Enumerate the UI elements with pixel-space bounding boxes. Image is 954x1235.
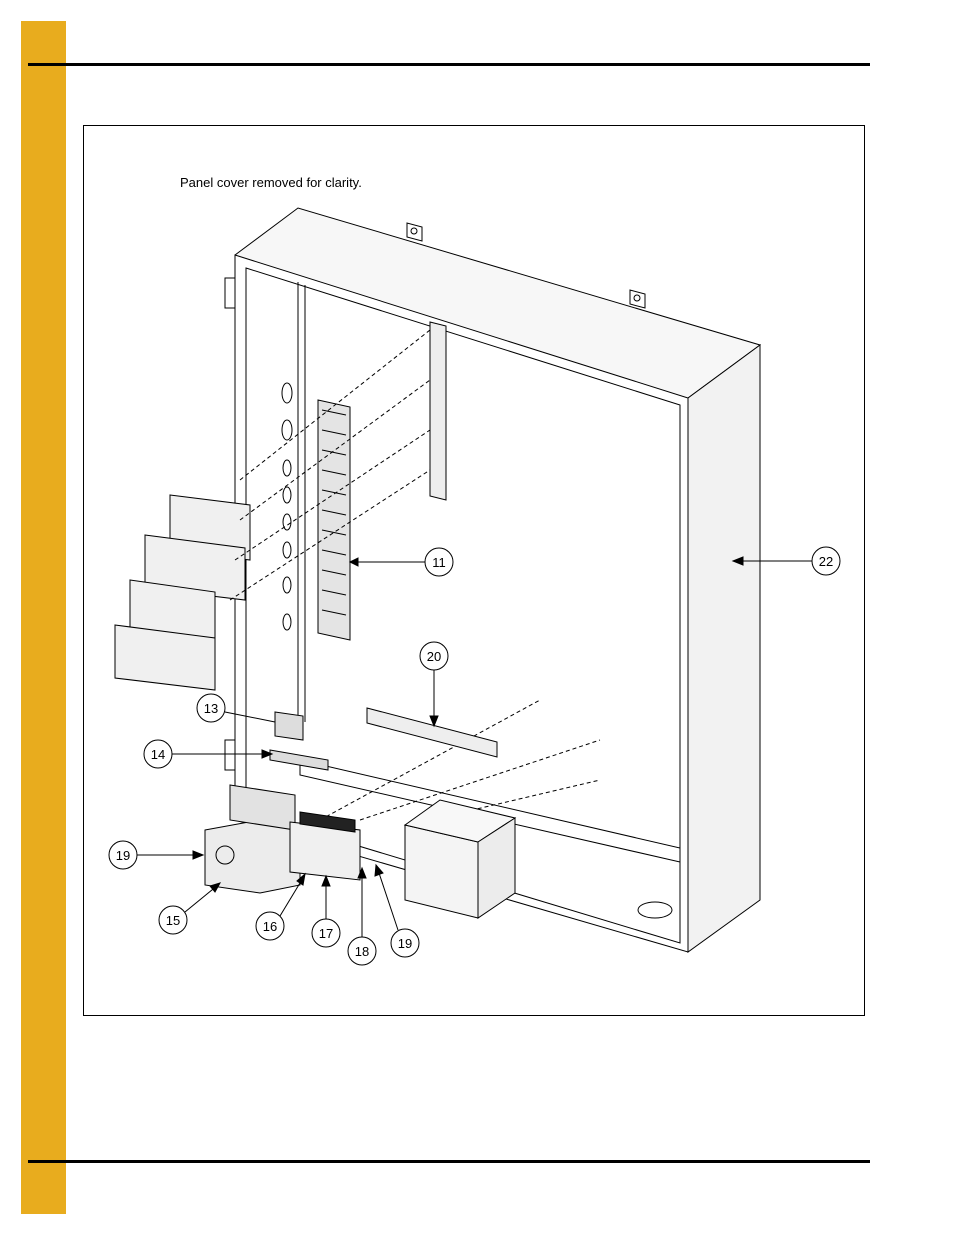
callout-19-left: 19 xyxy=(116,848,130,863)
callout-14: 14 xyxy=(151,747,165,762)
callout-16: 16 xyxy=(263,919,277,934)
callout-17: 17 xyxy=(319,926,333,941)
callout-18: 18 xyxy=(355,944,369,959)
callout-22: 22 xyxy=(819,554,833,569)
callout-20: 20 xyxy=(427,649,441,664)
callout-13: 13 xyxy=(204,701,218,716)
callout-11: 11 xyxy=(432,555,446,570)
callout-15: 15 xyxy=(166,913,180,928)
callout-19-right: 19 xyxy=(398,936,412,951)
